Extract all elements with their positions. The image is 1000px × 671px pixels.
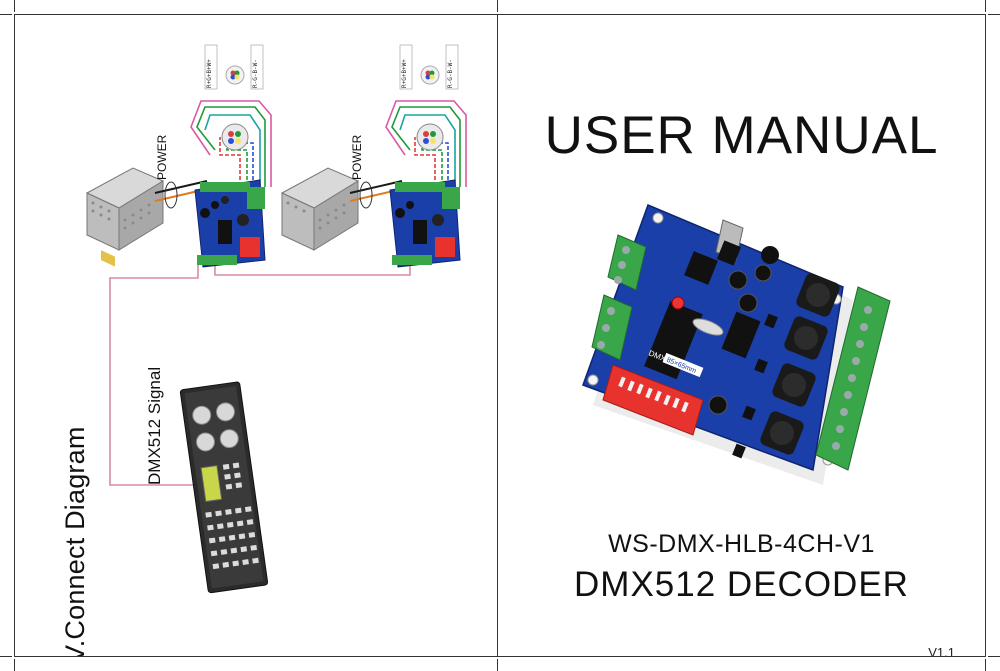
- connection-diagram-panel: POWER POWER R+G+B+W+ R-G-B-W- R+G+B+W+ R…: [15, 15, 497, 656]
- unit-1: [85, 44, 272, 268]
- output-terminal-block: [815, 286, 891, 471]
- decoder-board-1: [194, 179, 266, 268]
- power-supply-2: [280, 167, 360, 251]
- power-label-2: POWER: [350, 134, 364, 180]
- crop-mark: [0, 14, 12, 15]
- crop-mark: [0, 656, 12, 657]
- led-label-positive-2: R+G+B+W+: [401, 59, 408, 88]
- cover-panel: USER MANUAL: [498, 15, 985, 656]
- led-label-negative-2: R-G-B-W-: [447, 59, 454, 88]
- decoder-product-photo: DMX-HLB-4CH 85×65mm: [582, 204, 891, 485]
- page-frame: [14, 14, 986, 657]
- crop-mark: [497, 659, 498, 671]
- crop-mark: [14, 0, 15, 12]
- model-number: WS-DMX-HLB-4CH-V1: [608, 530, 875, 558]
- rgbw-led-2: [399, 44, 459, 151]
- dip-switch: [602, 364, 704, 436]
- crop-mark: [985, 659, 986, 671]
- dmx-signal-label: DMX512 Signal: [145, 366, 164, 485]
- version-label: V1.1: [928, 645, 955, 656]
- page-fold-divider: [497, 14, 498, 657]
- rgbw-led-1: [204, 44, 264, 151]
- power-label-1: POWER: [155, 134, 169, 180]
- dmx-console: [179, 381, 269, 594]
- dmx-link-wire: [214, 260, 411, 276]
- manual-title: USER MANUAL: [544, 106, 939, 165]
- unit-2: [280, 44, 467, 268]
- power-supply-1: [85, 167, 165, 267]
- crop-mark: [988, 656, 1000, 657]
- connection-diagram: [85, 44, 467, 594]
- led-label-negative-1: R-G-B-W-: [252, 59, 259, 88]
- decoder-board-2: [389, 179, 461, 268]
- input-terminal-block: [591, 234, 647, 361]
- inductor-coils: [760, 273, 840, 455]
- diagram-title: V.Connect Diagram: [60, 426, 90, 656]
- product-name: DMX512 DECODER: [574, 565, 909, 604]
- crop-mark: [988, 14, 1000, 15]
- crop-mark: [985, 0, 986, 12]
- crop-mark: [497, 0, 498, 12]
- led-label-positive-1: R+G+B+W+: [206, 59, 213, 88]
- crop-mark: [14, 659, 15, 671]
